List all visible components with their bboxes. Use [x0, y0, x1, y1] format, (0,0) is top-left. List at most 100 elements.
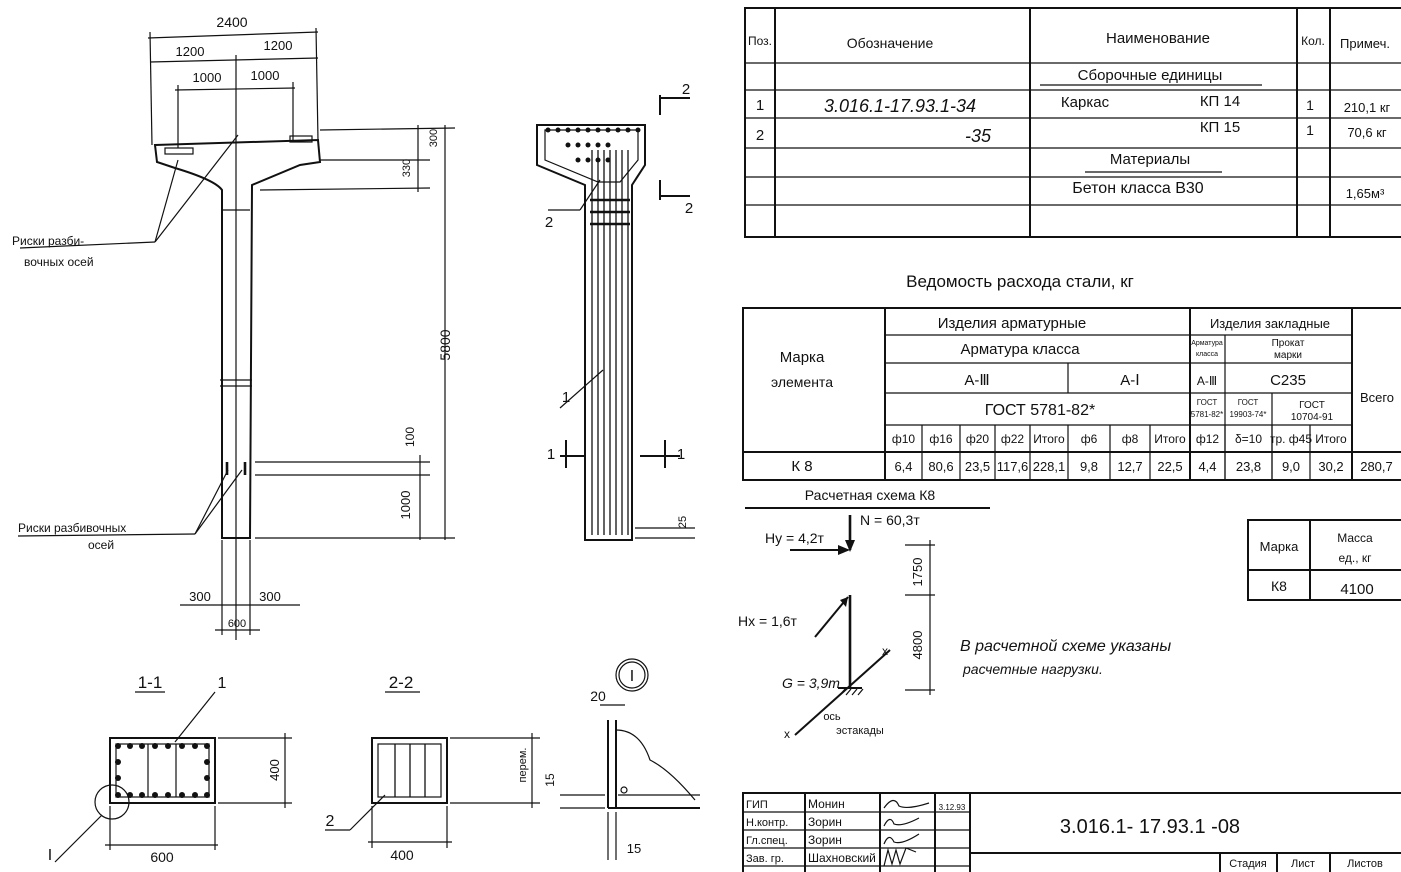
- steel-column-header: ф16: [929, 432, 953, 446]
- spec-concrete-name: Бетон класса В30: [1072, 180, 1204, 197]
- steel-gost-main: ГОСТ 5781-82*: [985, 402, 1095, 419]
- node-dim-15-vertical: 15: [543, 773, 557, 787]
- axis-marks-label-bottom-2: осей: [88, 538, 114, 552]
- steel-value-cell: 9,8: [1080, 459, 1098, 474]
- steel-gost-b-2: 19903-74*: [1230, 410, 1267, 419]
- node-callout: I: [48, 847, 52, 864]
- dim-1000-right: 1000: [251, 68, 280, 83]
- scheme-dim-4800: 4800: [910, 631, 925, 660]
- steel-column-header: ф22: [1001, 432, 1025, 446]
- steel-element-mark-2: элемента: [771, 374, 833, 390]
- calculation-scheme: [745, 507, 990, 736]
- spec-row-2-mark: КП 15: [1200, 119, 1240, 136]
- dim-2400: 2400: [216, 14, 247, 30]
- steel-class-a1: А-Ⅰ: [1120, 372, 1139, 389]
- spec-row-2-note: 70,6 кг: [1347, 125, 1387, 140]
- scheme-title: Расчетная схема К8: [805, 487, 936, 503]
- node-title: I: [630, 668, 634, 685]
- steel-value-cell: 280,7: [1360, 459, 1393, 474]
- dim-600: 600: [228, 618, 246, 630]
- steel-embedded-products: Изделия закладные: [1210, 316, 1330, 331]
- steel-class-a3: А-Ⅲ: [964, 372, 989, 389]
- cut-2-bottom: 2: [685, 200, 693, 217]
- mass-table-mark: К8: [1271, 578, 1287, 594]
- section-2-2-variable: перем.: [517, 748, 529, 783]
- steel-reinforcement-class: Арматура класса: [960, 341, 1080, 358]
- spec-row-2-qty: 1: [1306, 122, 1314, 138]
- steel-column-header: тр. ф45: [1270, 432, 1312, 446]
- dim-300-left: 300: [189, 589, 211, 604]
- steel-total-all: Всего: [1360, 390, 1394, 405]
- spec-row-1-pos: 1: [756, 97, 764, 114]
- steel-gost-c-2: 10704-91: [1291, 412, 1334, 423]
- cut-1-left: 1: [547, 446, 555, 463]
- steel-column-header: ф8: [1122, 432, 1139, 446]
- spec-materials: Материалы: [1110, 151, 1190, 168]
- position-2-leader: 2: [545, 214, 553, 231]
- mass-table-mark-header: Марка: [1260, 539, 1299, 554]
- scheme-note-1: В расчетной схеме указаны: [960, 638, 1171, 655]
- column-elevation: [17, 27, 456, 640]
- spec-row-2-designation: -35: [965, 126, 992, 146]
- title-block-role: Н.контр.: [746, 817, 788, 829]
- scheme-axis-label-2: эстакады: [836, 725, 884, 737]
- mass-table-mass-header-2: ед., кг: [1338, 551, 1372, 565]
- spec-header-name: Наименование: [1106, 30, 1210, 47]
- spec-concrete-note: 1,65м³: [1346, 186, 1385, 201]
- reinforcement-view: [536, 95, 695, 541]
- scheme-load-g: G = 3,9т: [782, 675, 840, 691]
- steel-column-header: Итого: [1154, 432, 1186, 446]
- scheme-note-2: расчетные нагрузки.: [962, 661, 1103, 677]
- steel-value-cell: 6,4: [894, 459, 912, 474]
- cut-2-top: 2: [682, 81, 690, 98]
- spec-row-1-name: Каркас: [1061, 94, 1110, 111]
- mass-table-grid: [1247, 519, 1401, 601]
- title-block-sheets: Листов: [1347, 858, 1383, 870]
- dim-1200-right: 1200: [264, 38, 293, 53]
- steel-value-cell: 23,5: [965, 459, 990, 474]
- steel-value-cell: 22,5: [1157, 459, 1182, 474]
- scheme-axis-x: x: [882, 644, 888, 658]
- node-dim-15-horizontal: 15: [627, 841, 641, 856]
- spec-assembly-units: Сборочные единицы: [1078, 67, 1223, 84]
- title-block-name: Шахновский: [808, 851, 876, 865]
- steel-value-cell: 80,6: [928, 459, 953, 474]
- spec-header-pos: Поз.: [748, 34, 772, 48]
- mass-table-mass: 4100: [1340, 581, 1373, 598]
- steel-rolled-mark: Прокат: [1272, 338, 1305, 349]
- section-1-1-title: 1-1: [138, 673, 163, 692]
- dim-1200-left: 1200: [176, 44, 205, 59]
- dim-100: 100: [403, 427, 417, 447]
- title-block-stage: Стадия: [1229, 858, 1267, 870]
- spec-header-note: Примеч.: [1340, 36, 1390, 51]
- steel-column-header: δ=10: [1235, 432, 1262, 446]
- spec-row-1-qty: 1: [1306, 97, 1314, 113]
- title-block-sheet: Лист: [1291, 858, 1315, 870]
- scheme-load-hx: Hx = 1,6т: [738, 613, 798, 629]
- spec-header-qty: Кол.: [1301, 34, 1325, 48]
- steel-reinforcing-products: Изделия арматурные: [938, 315, 1086, 332]
- axis-marks-label-top: Риски разби-: [12, 234, 84, 248]
- title-block-name: Зорин: [808, 833, 842, 847]
- section-2-2-position: 2: [326, 813, 335, 830]
- title-block-role: Зав. гр.: [746, 853, 784, 865]
- section-1-1: [54, 691, 292, 863]
- steel-reinf-class-small-2: класса: [1196, 351, 1218, 358]
- spec-row-1-note: 210,1 кг: [1344, 100, 1391, 115]
- scheme-load-n: N = 60,3т: [860, 512, 920, 528]
- section-1-1-position: 1: [218, 675, 227, 692]
- title-block-grid: [742, 792, 1401, 872]
- scheme-dim-1750: 1750: [910, 558, 925, 587]
- scheme-load-hy: Hy = 4,2т: [765, 530, 825, 546]
- steel-gost-a-2: 5781-82*: [1191, 410, 1223, 419]
- spec-row-1-mark: КП 14: [1200, 93, 1240, 110]
- axis-marks-label-bottom: Риски разбивочных: [18, 521, 126, 535]
- steel-value-cell: 228,1: [1033, 459, 1066, 474]
- axis-marks-label-top-2: вочных осей: [24, 255, 94, 269]
- steel-element-mark: Марка: [780, 349, 825, 366]
- steel-value-cell: 30,2: [1318, 459, 1343, 474]
- section-1-1-height: 400: [267, 759, 282, 781]
- title-block-name: Монин: [808, 797, 845, 811]
- steel-gost-a: ГОСТ: [1197, 398, 1218, 407]
